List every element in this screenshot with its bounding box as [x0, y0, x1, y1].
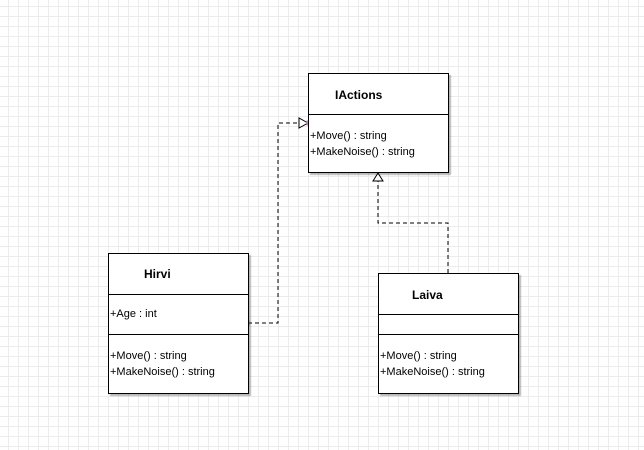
hirvi-realization-arrowhead	[298, 117, 310, 129]
class-laiva[interactable]: Laiva +Move() : string +MakeNoise() : st…	[378, 273, 519, 394]
class-hirvi-name: Hirvi	[144, 267, 171, 281]
class-hirvi-method[interactable]: +MakeNoise() : string	[110, 366, 215, 378]
class-hirvi-header: Hirvi	[109, 254, 248, 294]
class-laiva-header: Laiva	[379, 274, 518, 314]
class-iactions-method[interactable]: +MakeNoise() : string	[310, 146, 415, 158]
class-iactions-name: IActions	[335, 88, 383, 102]
class-hirvi-attribute[interactable]: +Age : int	[110, 308, 157, 320]
class-iactions[interactable]: IActions +Move() : string +MakeNoise() :…	[308, 73, 449, 173]
class-hirvi-method[interactable]: +Move() : string	[110, 350, 187, 362]
class-hirvi-attributes: +Age : int	[109, 294, 248, 334]
class-hirvi[interactable]: Hirvi +Age : int +Move() : string +MakeN…	[108, 253, 249, 394]
class-laiva-method[interactable]: +Move() : string	[380, 350, 457, 362]
class-iactions-method[interactable]: +Move() : string	[310, 130, 387, 142]
class-laiva-method[interactable]: +MakeNoise() : string	[380, 366, 485, 378]
class-laiva-methods: +Move() : string +MakeNoise() : string	[379, 334, 518, 393]
hirvi-realization-edge[interactable]	[248, 122, 299, 324]
class-laiva-name: Laiva	[412, 288, 443, 302]
class-iactions-header: IActions	[309, 74, 448, 114]
class-laiva-attributes	[379, 314, 518, 334]
laiva-realization-edge[interactable]	[377, 181, 449, 273]
class-hirvi-methods: +Move() : string +MakeNoise() : string	[109, 334, 248, 393]
laiva-realization-arrowhead	[372, 172, 384, 182]
class-iactions-methods: +Move() : string +MakeNoise() : string	[309, 114, 448, 172]
